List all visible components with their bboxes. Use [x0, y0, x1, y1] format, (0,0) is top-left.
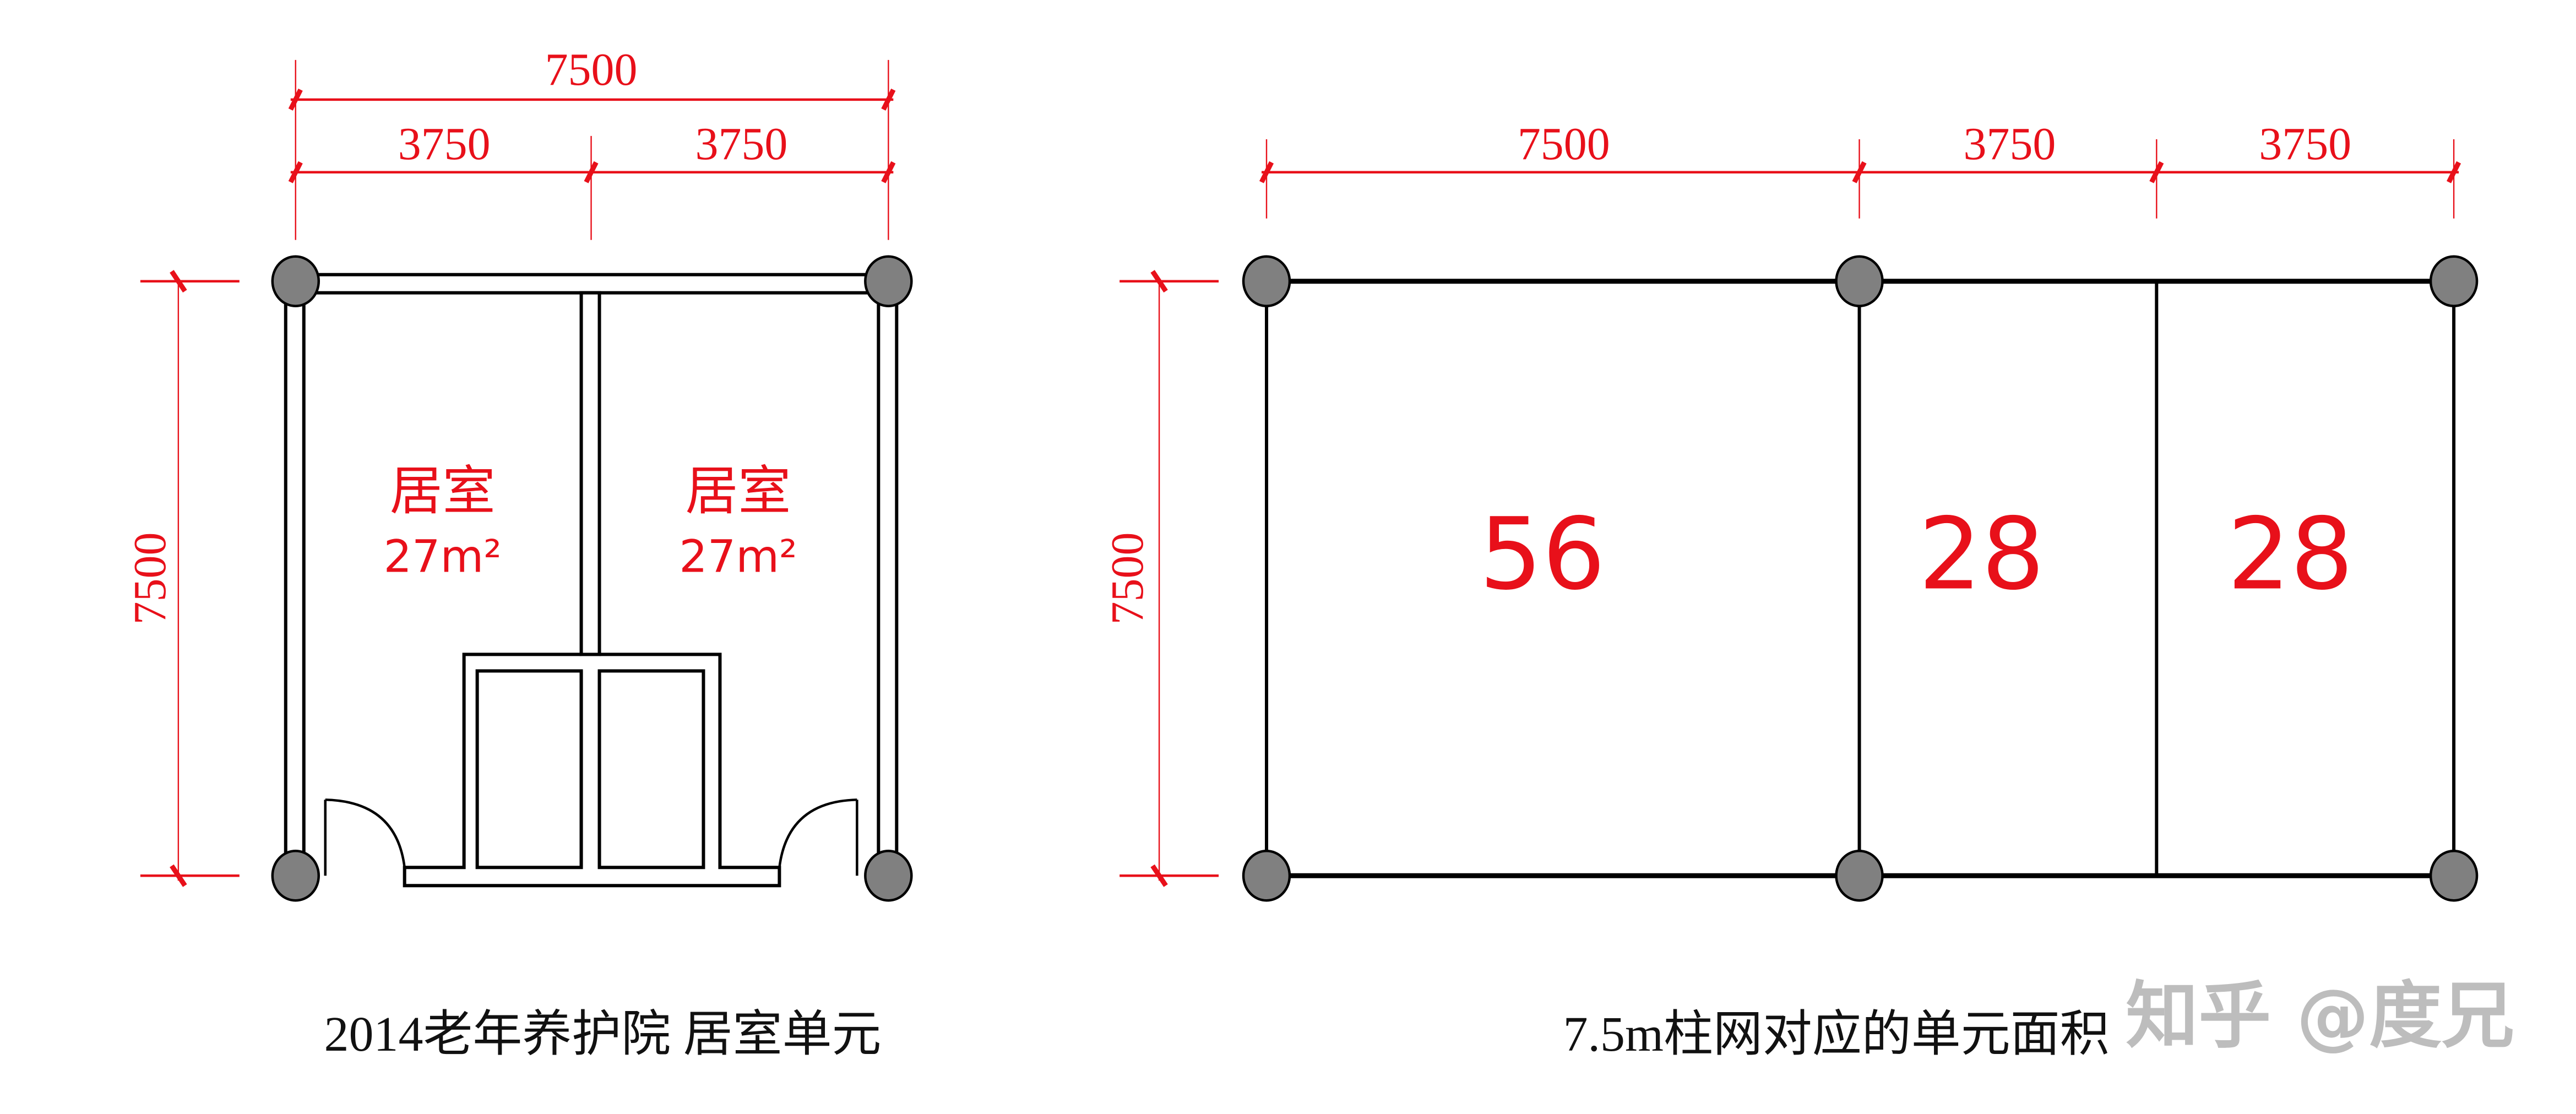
column — [864, 850, 913, 902]
column — [1242, 255, 1291, 307]
room-area-right: 27m² — [679, 531, 797, 583]
column — [864, 255, 913, 307]
column — [1835, 255, 1884, 307]
column — [2429, 850, 2479, 902]
right-columns — [1242, 255, 2479, 902]
column — [2429, 255, 2479, 307]
left-dim-left: 3750 — [398, 118, 491, 170]
column — [1835, 850, 1884, 902]
left-plan: 7500 3750 3750 7500 居室 27m² 居室 — [124, 44, 913, 1062]
column — [1242, 850, 1291, 902]
room-area-left: 27m² — [383, 531, 501, 583]
right-dim-3750-b: 3750 — [2259, 118, 2351, 170]
area-56: 56 — [1479, 497, 1605, 612]
room-label-left: 居室 — [390, 460, 496, 522]
right-caption: 7.5m柱网对应的单元面积 — [1563, 1007, 2110, 1062]
right-dim-7500: 7500 — [1518, 118, 1610, 170]
left-dim-vertical: 7500 — [124, 532, 176, 625]
right-dim-3750-a: 3750 — [1963, 118, 2056, 170]
watermark: 知乎 @度兄 — [2126, 974, 2514, 1058]
left-columns — [271, 255, 913, 902]
right-plan: 7500 3750 3750 7500 56 28 28 7.5m柱网对应的单元… — [1102, 118, 2479, 1062]
column — [271, 850, 320, 902]
left-dim-right: 3750 — [695, 118, 787, 170]
left-dimension-lines — [140, 59, 896, 887]
area-28-a: 28 — [1919, 497, 2045, 612]
left-walls — [284, 273, 899, 888]
room-label-right: 居室 — [685, 460, 791, 522]
column — [271, 255, 320, 307]
left-dim-total: 7500 — [545, 44, 638, 95]
right-dim-vertical: 7500 — [1102, 532, 1153, 625]
area-28-b: 28 — [2227, 497, 2354, 612]
right-dimension-lines — [1119, 139, 2461, 887]
left-caption: 2014老年养护院 居室单元 — [324, 1007, 882, 1062]
